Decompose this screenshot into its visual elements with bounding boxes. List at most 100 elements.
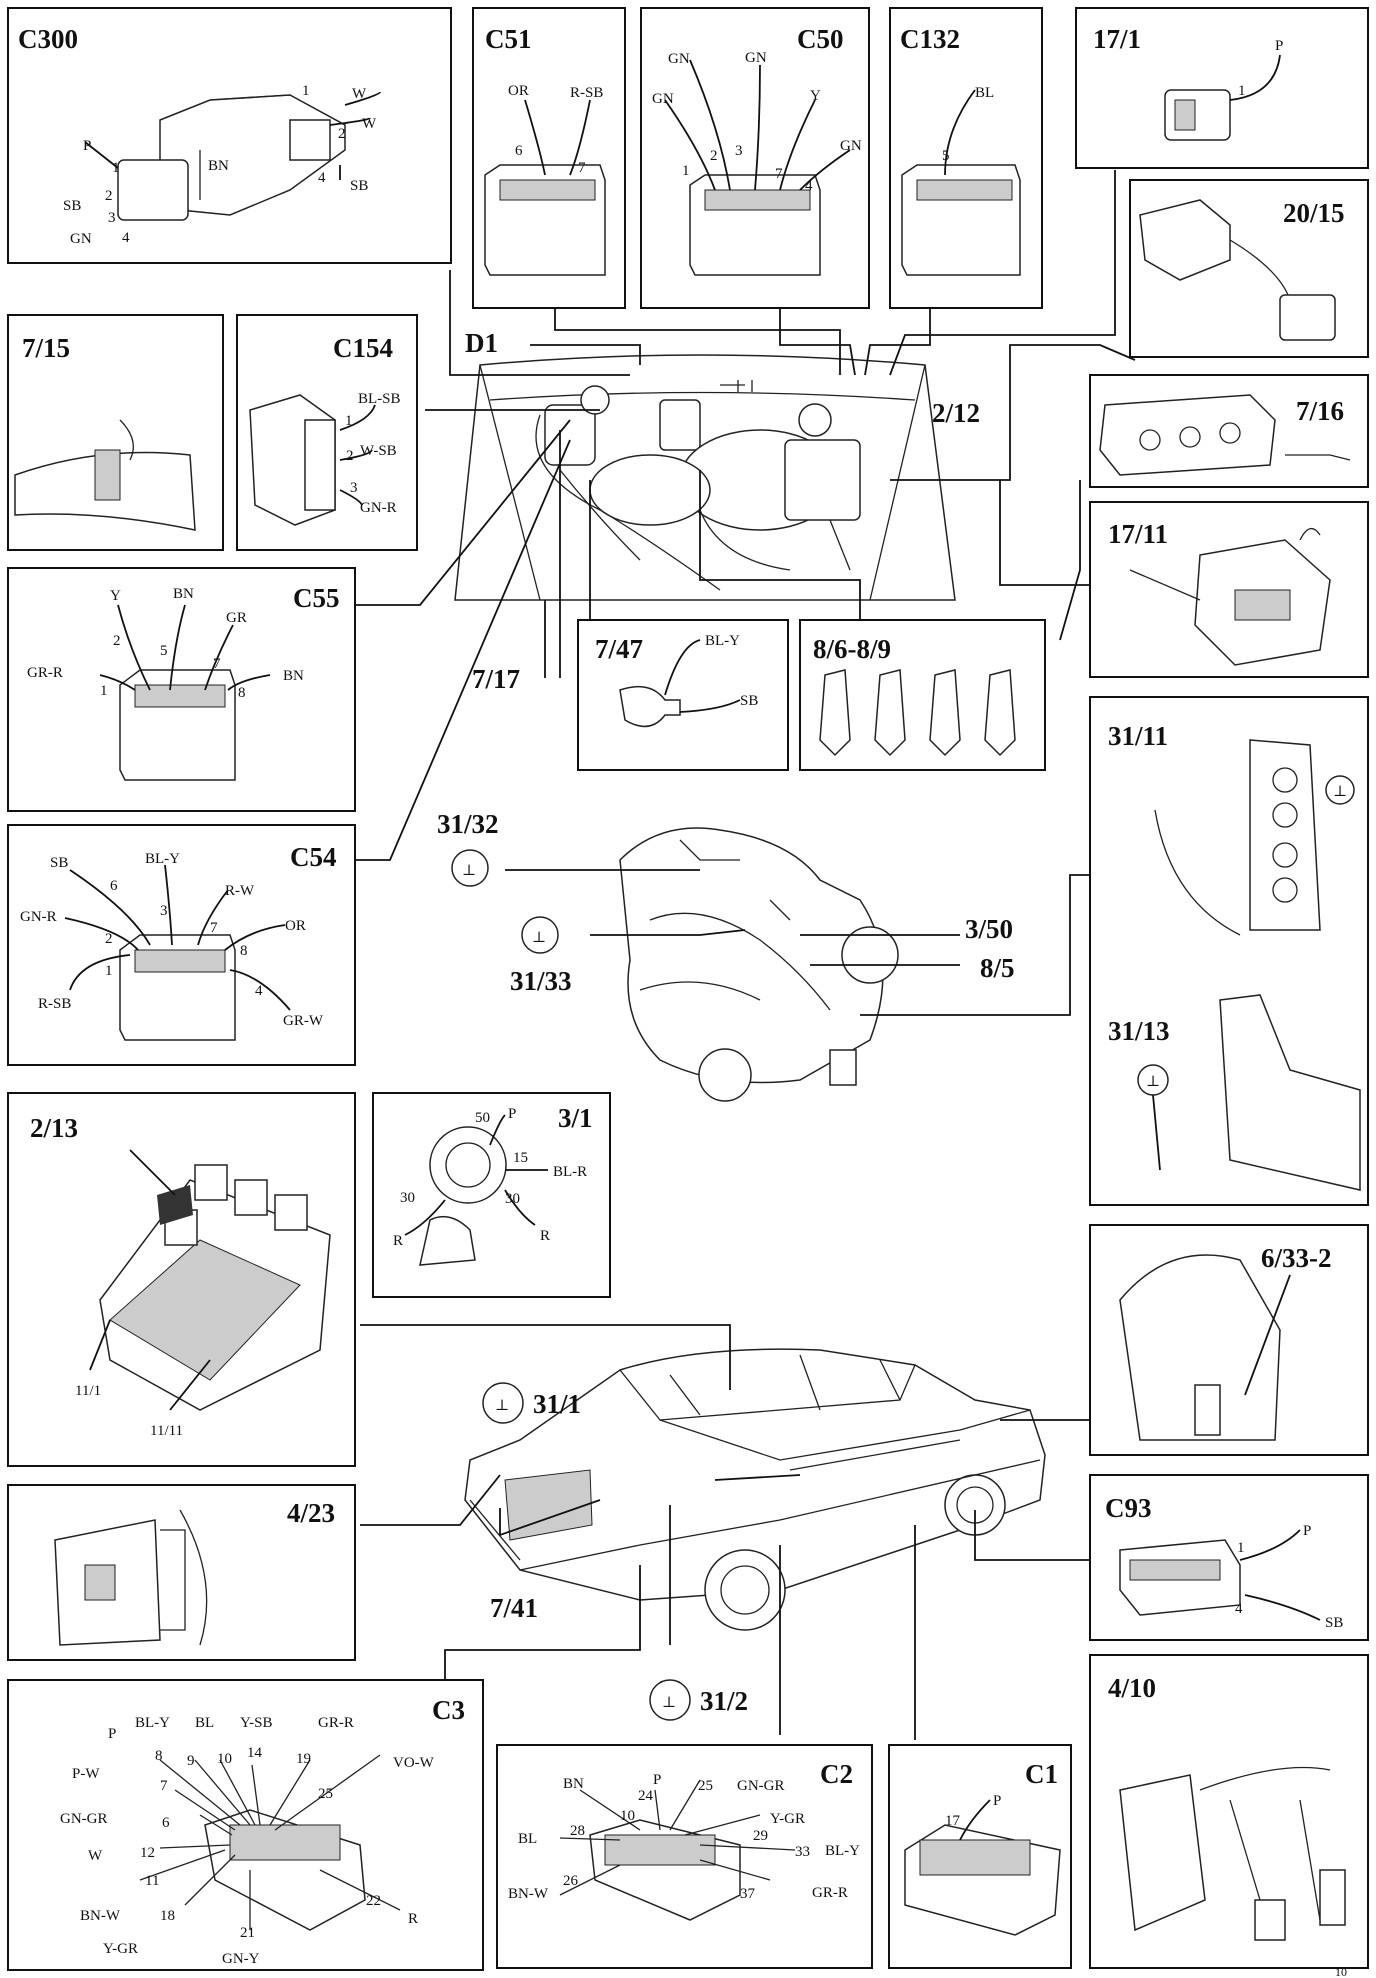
c2-pin-33: 33 (795, 1844, 810, 1860)
c3-pin-21: 21 (240, 1925, 255, 1941)
component-31-11-31-13[interactable]: 31/11 ⊥ 31/13 ⊥ (1089, 696, 1369, 1206)
component-17-11[interactable]: 17/11 (1089, 501, 1369, 678)
c300-pin-2: 2 (338, 126, 346, 142)
c55-pin-5: 5 (160, 643, 168, 659)
component-7-47[interactable]: 7/47 BL-Y SB (577, 619, 789, 771)
c300-wire-w2: W (362, 116, 377, 132)
component-c93[interactable]: C93 P SB 1 4 (1089, 1474, 1369, 1641)
c2-wire-bnw: BN-W (508, 1886, 549, 1902)
component-20-15[interactable]: 20/15 (1129, 179, 1369, 358)
c3-pin-8: 8 (155, 1748, 163, 1764)
c3-pin-18: 18 (160, 1908, 175, 1924)
c3-pin-7: 7 (160, 1778, 168, 1794)
c2-wire-ygr: Y-GR (770, 1811, 805, 1827)
component-7-16[interactable]: 7/16 (1089, 374, 1369, 488)
component-3-1[interactable]: 3/1 P BL-R R R 50 15 30 30 (372, 1092, 611, 1298)
c54-pin-6: 6 (110, 878, 118, 894)
c2-wire-bl: BL (518, 1831, 537, 1847)
c3-pin-9: 9 (187, 1753, 195, 1769)
c17-11-title: 17/11 (1108, 519, 1168, 549)
c55-pin-1: 1 (100, 683, 108, 699)
c3-pin-14: 14 (247, 1745, 263, 1761)
c54-pin-4: 4 (255, 983, 263, 999)
c2-wire-grr: GR-R (812, 1885, 848, 1901)
ground-icon-31-32 (451, 849, 489, 887)
component-c3[interactable]: C3 P BL-Y BL Y-SB GR-R P-W VO-W GN-GR W … (7, 1679, 484, 1971)
c54-wire-or: OR (285, 918, 306, 934)
ground-icon-31-33 (521, 916, 559, 954)
c55-wire-grr: GR-R (27, 665, 63, 681)
c154-wire-blsb: BL-SB (358, 391, 401, 407)
ground-symbol-31-13: ⊥ (1146, 1074, 1160, 1090)
c300-title: C300 (18, 24, 78, 54)
component-17-1[interactable]: 17/1 P 1 (1075, 7, 1369, 169)
c3-wire-w: W (88, 1848, 103, 1864)
component-4-23[interactable]: 4/23 (7, 1484, 356, 1661)
c55-pin-2: 2 (113, 633, 121, 649)
c7-47-title: 7/47 (595, 634, 643, 664)
c2-13-sub-11-1: 11/1 (75, 1383, 101, 1399)
component-c51[interactable]: C51 OR R-SB 6 7 (472, 7, 626, 309)
c20-15-title: 20/15 (1283, 198, 1345, 228)
c7-47-wire-sb: SB (740, 693, 758, 709)
c154-pin-1: 1 (345, 413, 353, 429)
engine-detail-illustration (619, 827, 899, 1102)
c300-pin-2b: 2 (105, 188, 113, 204)
c154-pin-2: 2 (346, 448, 354, 464)
component-c55[interactable]: C55 Y BN GR GR-R BN 2 5 7 1 8 (7, 567, 356, 812)
c2-wire-p: P (653, 1772, 661, 1788)
c300-pin-1: 1 (302, 83, 310, 99)
ground-point-31-1: ⊥ 31/1 (482, 1382, 581, 1424)
component-8-6-8-9[interactable]: 8/6-8/9 (799, 619, 1046, 771)
c2-12-label: 2/12 (932, 398, 980, 428)
c3-wire-pw: P-W (72, 1766, 100, 1782)
c300-wire-sb2: SB (63, 198, 81, 214)
c51-wire-rsb: R-SB (570, 85, 603, 101)
c54-wire-sb: SB (50, 855, 68, 871)
c154-title: C154 (333, 333, 393, 363)
ground-points-engine: 31/32 ⊥ ⊥ 31/33 3/50 8/5 (437, 809, 1015, 996)
c3-1-wire-p: P (508, 1106, 516, 1122)
component-c2[interactable]: C2 BN P GN-GR Y-GR BL BL-Y BN-W GR-R 10 … (496, 1744, 873, 1969)
d1-label: D1 (465, 328, 498, 358)
component-7-15[interactable]: 7/15 (7, 314, 224, 551)
component-6-33-2[interactable]: 6/33-2 (1089, 1224, 1369, 1456)
component-c154[interactable]: C154 BL-SB W-SB GN-R 1 2 3 (236, 314, 418, 551)
component-c50[interactable]: C50 GN GN GN Y GN 1 2 3 7 4 (640, 7, 870, 309)
c7-15-title: 7/15 (22, 333, 70, 363)
c54-wire-bly: BL-Y (145, 851, 180, 867)
c3-pin-12: 12 (140, 1845, 155, 1861)
c2-pin-28: 28 (570, 1823, 585, 1839)
component-c300[interactable]: C300 W W SB P SB GN BN 1 2 4 1 2 3 4 (7, 7, 452, 264)
component-4-10[interactable]: 4/10 (1089, 1654, 1369, 1969)
c3-wire-ysb: Y-SB (240, 1715, 273, 1731)
c50-pin-7: 7 (775, 166, 783, 182)
c50-pin-4: 4 (805, 178, 813, 194)
c51-pin-6: 6 (515, 143, 523, 159)
c55-pin-7: 7 (213, 656, 221, 672)
c2-13-title: 2/13 (30, 1113, 78, 1143)
c55-wire-bn: BN (173, 586, 194, 602)
component-c1[interactable]: C1 P 17 (888, 1744, 1072, 1969)
c55-wire-y: Y (110, 588, 121, 604)
c55-title: C55 (293, 583, 340, 613)
c3-wire-bl: BL (195, 1715, 214, 1731)
c51-pin-7: 7 (578, 160, 586, 176)
c3-1-title: 3/1 (558, 1103, 593, 1133)
c54-pin-3: 3 (160, 903, 168, 919)
component-2-13[interactable]: 2/13 11/1 11/11 (7, 1092, 356, 1467)
c2-title: C2 (820, 1759, 853, 1789)
c132-wire-bl: BL (975, 85, 994, 101)
c93-title: C93 (1105, 1493, 1152, 1523)
component-c54[interactable]: C54 SB BL-Y R-W GN-R OR R-SB GR-W 6 3 7 … (7, 824, 356, 1066)
c3-1-pin-15: 15 (513, 1150, 528, 1166)
c7-17-label: 7/17 (472, 664, 520, 694)
c3-wire-gngr: GN-GR (60, 1811, 108, 1827)
c50-title: C50 (797, 24, 844, 54)
c50-wire-y: Y (810, 88, 821, 104)
c50-wire-gn4: GN (840, 138, 862, 154)
c93-wire-p: P (1303, 1523, 1311, 1539)
c3-pin-19: 19 (296, 1751, 311, 1767)
component-c132[interactable]: C132 BL 5 (889, 7, 1043, 309)
